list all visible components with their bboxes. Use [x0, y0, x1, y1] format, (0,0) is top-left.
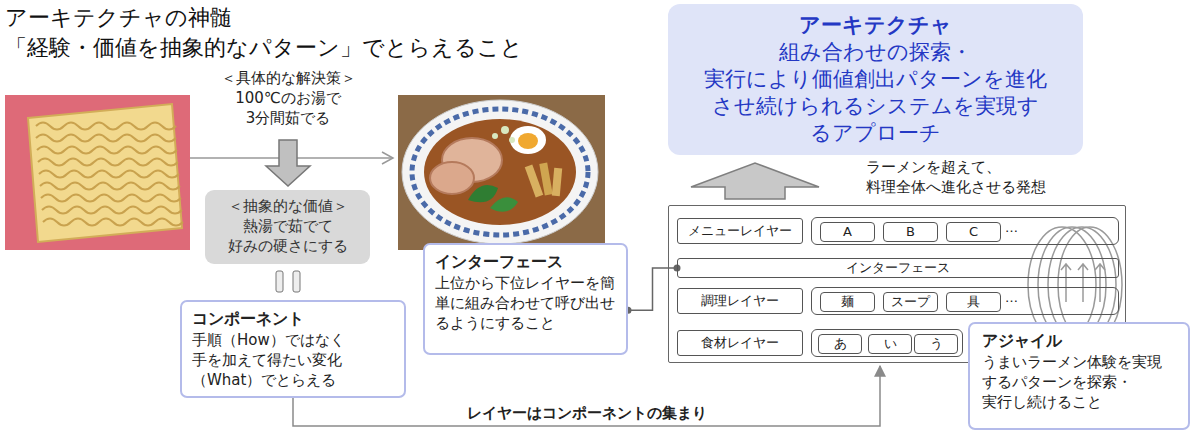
box-heading: あ: [834, 336, 847, 352]
box-heading: A: [843, 224, 852, 240]
component-group: 麺 スープ 具: [811, 287, 1119, 315]
leader-line: [628, 268, 677, 310]
solution-heading: ＜具体的な解決策＞: [208, 68, 368, 88]
ramen-photo: [501, 126, 509, 134]
connector: [691, 163, 819, 199]
component-cell: い: [868, 334, 912, 354]
box-heading: インターフェース: [846, 260, 950, 276]
ramen-photo: [510, 126, 546, 154]
equals-symbol: [293, 271, 300, 292]
component-group: A B C: [811, 217, 1119, 245]
block-arrow: [691, 163, 819, 199]
instant-noodle-photo: [43, 219, 183, 226]
box-heading: 具: [967, 294, 980, 310]
equals-symbol: [276, 271, 283, 292]
connector-label: レイヤーはコンポーネントの集まり: [464, 403, 710, 423]
ramen-photo: [492, 133, 498, 139]
instant-noodle-photo: [28, 104, 182, 242]
instant-noodle-photo: [36, 123, 176, 130]
ramen-photo: [509, 137, 515, 143]
box-body: 熱湯で茹でて 好みの硬さにする: [213, 216, 362, 256]
ramen-photo: [424, 119, 576, 225]
equals-symbol: [276, 271, 300, 292]
box-heading: C: [969, 224, 978, 240]
down-block-arrow: [266, 140, 310, 186]
layer-label: 調理レイヤー: [677, 288, 803, 314]
ellipsis: …: [1005, 220, 1027, 236]
component-cell: あ: [818, 334, 862, 354]
box-heading: スープ: [891, 294, 930, 310]
box-heading: 食材レイヤー: [701, 335, 779, 351]
component-cell: B: [883, 222, 938, 242]
ellipsis: …: [1005, 290, 1027, 306]
ramen-photo: [398, 95, 605, 250]
component-cell: スープ: [883, 292, 938, 312]
component-cell: 具: [946, 292, 1001, 312]
instant-noodle-photo: [38, 159, 178, 166]
ramen-photo: [518, 133, 538, 149]
component-cell: 麺: [820, 292, 875, 312]
box-body: 組み合わせの探索・実行により価値創出パターンを進化させ続けられるシステムを実現す…: [702, 39, 1049, 147]
ramen-photo: [402, 100, 598, 244]
box-heading: う: [930, 336, 943, 352]
box-heading: B: [906, 224, 915, 240]
box-heading: ＜抽象的な価値＞: [213, 196, 362, 216]
solution-text: 100℃のお湯で 3分間茹でる: [223, 88, 353, 128]
down-block-arrow: [266, 140, 310, 186]
instant-noodle-photo: [40, 183, 180, 190]
component-callout: コンポーネント手順（How）ではなく 手を加えて得たい変化（What）でとらえる: [180, 300, 406, 398]
instant-noodle-photo: [41, 195, 181, 202]
box-heading: い: [884, 336, 897, 352]
component-group: あいう: [811, 329, 963, 357]
agile-spiral: [1078, 264, 1088, 302]
ramen-photo: [430, 162, 474, 194]
box-body: 手順（How）ではなく 手を加えて得たい変化（What）でとらえる: [192, 330, 394, 390]
ramen-photo: [490, 197, 518, 212]
subtitle: 「経験・価値を抽象的なパターン」でとらえること: [5, 34, 605, 62]
value-box: ＜抽象的な価値＞熱湯で茹でて 好みの硬さにする: [205, 190, 370, 264]
layer-label: メニューレイヤー: [677, 218, 803, 244]
agile-callout: アジャイルうまいラーメン体験を実現するパターンを探索・実行し続けること: [968, 322, 1190, 430]
box-body: うまいラーメン体験を実現するパターンを探索・実行し続けること: [982, 352, 1176, 412]
box-heading: コンポーネント: [192, 308, 394, 330]
ramen-photo: [552, 168, 562, 197]
component-cell: A: [820, 222, 875, 242]
instant-noodle-photo: [36, 135, 176, 142]
component-cell: C: [946, 222, 1001, 242]
page-title: アーキテクチャの神髄: [5, 4, 232, 32]
box-heading: アーキテクチャ: [702, 12, 1049, 39]
instant-noodle-photo: [39, 171, 179, 178]
box-heading: アジャイル: [982, 330, 1176, 352]
instant-noodle-photo: [37, 147, 177, 154]
ramen-photo: [539, 163, 552, 196]
connector: [625, 265, 681, 314]
evolution-note: ラーメンを超えて、料理全体へ進化させる発想: [866, 157, 1071, 197]
ramen-photo: [398, 95, 605, 250]
box-heading: メニューレイヤー: [688, 223, 792, 239]
instant-noodle-photo: [42, 207, 182, 214]
flow-arrow: [382, 152, 393, 164]
box-heading: 麺: [841, 294, 854, 310]
instant-noodle-photo: [5, 95, 190, 250]
box-heading: 調理レイヤー: [701, 293, 779, 309]
component-cell: う: [914, 334, 958, 354]
interface-callout: インターフェース上位から下位レイヤーを簡単に組み合わせて呼び出せるようにすること: [423, 243, 628, 355]
interface-band: インターフェース: [677, 258, 1119, 278]
agile-spiral: [1095, 264, 1105, 302]
instant-noodle-photo: [5, 95, 190, 250]
ramen-photo: [468, 185, 498, 202]
box-heading: インターフェース: [435, 251, 616, 273]
box-body: 上位から下位レイヤーを簡単に組み合わせて呼び出せるようにすること: [435, 273, 616, 333]
layer-label: 食材レイヤー: [677, 330, 803, 356]
architecture-box: アーキテクチャ組み合わせの探索・実行により価値創出パターンを進化させ続けられるシ…: [668, 4, 1083, 155]
ramen-photo: [412, 109, 588, 235]
agile-spiral: [1061, 264, 1071, 302]
instant-noodle-photo: [36, 123, 183, 226]
